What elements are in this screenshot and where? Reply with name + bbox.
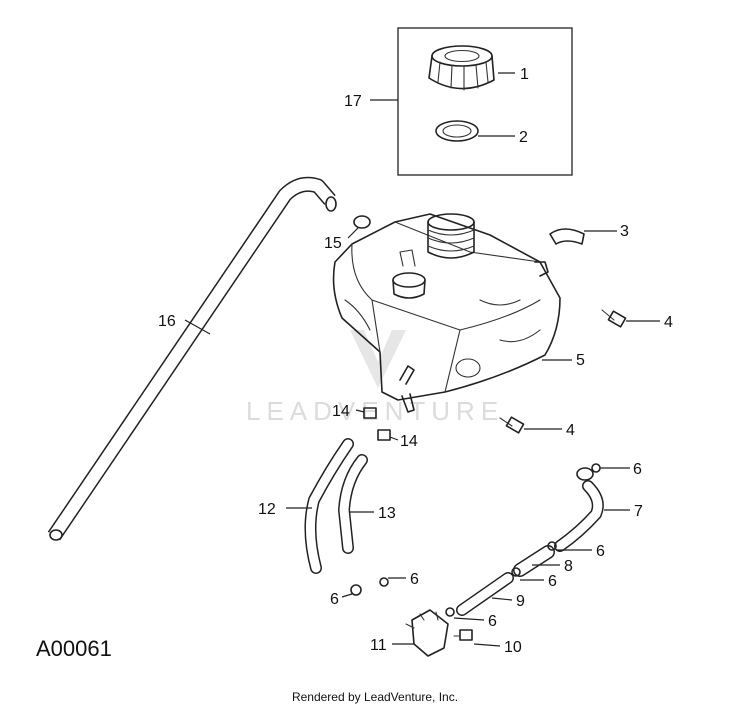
diagram-code: A00061 xyxy=(36,636,112,661)
callout-4-lower: 4 xyxy=(566,422,575,439)
clip-15-part xyxy=(353,215,371,229)
callout-1: 1 xyxy=(520,66,529,83)
callout-12: 12 xyxy=(258,501,276,518)
callout-11: 11 xyxy=(370,637,387,654)
fuel-cap-part xyxy=(428,45,495,91)
cushion-part xyxy=(549,228,585,245)
callout-6-f: 6 xyxy=(330,591,339,608)
callout-6-e: 6 xyxy=(410,571,419,588)
fuel-valve-part xyxy=(405,609,449,657)
callout-7: 7 xyxy=(634,503,643,520)
callout-17: 17 xyxy=(344,93,362,110)
fuel-hose-13-part xyxy=(337,454,368,554)
screw-10-part xyxy=(453,629,473,641)
vent-hose-part xyxy=(47,176,337,541)
watermark: LEADVENTURE xyxy=(246,330,504,426)
bolt-lower-part xyxy=(499,416,525,434)
callout-6-b: 6 xyxy=(596,543,605,560)
fuel-filter-part xyxy=(513,545,555,577)
leader-lines xyxy=(184,72,660,647)
fuel-hose-7-part xyxy=(554,467,604,552)
bolt-upper-part xyxy=(601,309,627,328)
callout-13: 13 xyxy=(378,505,396,522)
fuel-tank-part xyxy=(332,213,561,413)
footer-credit: Rendered by LeadVenture, Inc. xyxy=(291,690,459,704)
callout-14-upper: 14 xyxy=(332,403,350,420)
fuel-hose-9-part xyxy=(456,572,514,616)
fuel-cap-inset-box xyxy=(397,27,573,176)
gasket-part xyxy=(435,120,479,142)
fuel-hose-12-part xyxy=(304,438,354,574)
callout-5: 5 xyxy=(576,352,585,369)
callout-6-c: 6 xyxy=(548,573,557,590)
callout-16: 16 xyxy=(158,313,176,330)
fitting-14-lower-part xyxy=(377,429,391,441)
callout-2: 2 xyxy=(519,129,528,146)
callout-8: 8 xyxy=(564,558,573,575)
callout-6-a: 6 xyxy=(633,461,642,478)
callout-9: 9 xyxy=(516,593,525,610)
callout-3: 3 xyxy=(620,223,629,240)
callout-labels: 1 2 3 4 4 5 6 6 6 6 6 6 7 8 9 10 11 12 1… xyxy=(158,66,673,656)
callout-4-upper: 4 xyxy=(664,314,673,331)
callout-14-lower: 14 xyxy=(400,433,418,450)
watermark-text: LEADVENTURE xyxy=(246,396,504,426)
fitting-14-upper-part xyxy=(363,407,377,419)
callout-10: 10 xyxy=(504,639,522,656)
clamp-parts xyxy=(350,463,601,617)
callout-15: 15 xyxy=(324,235,342,252)
callout-6-d: 6 xyxy=(488,613,497,630)
